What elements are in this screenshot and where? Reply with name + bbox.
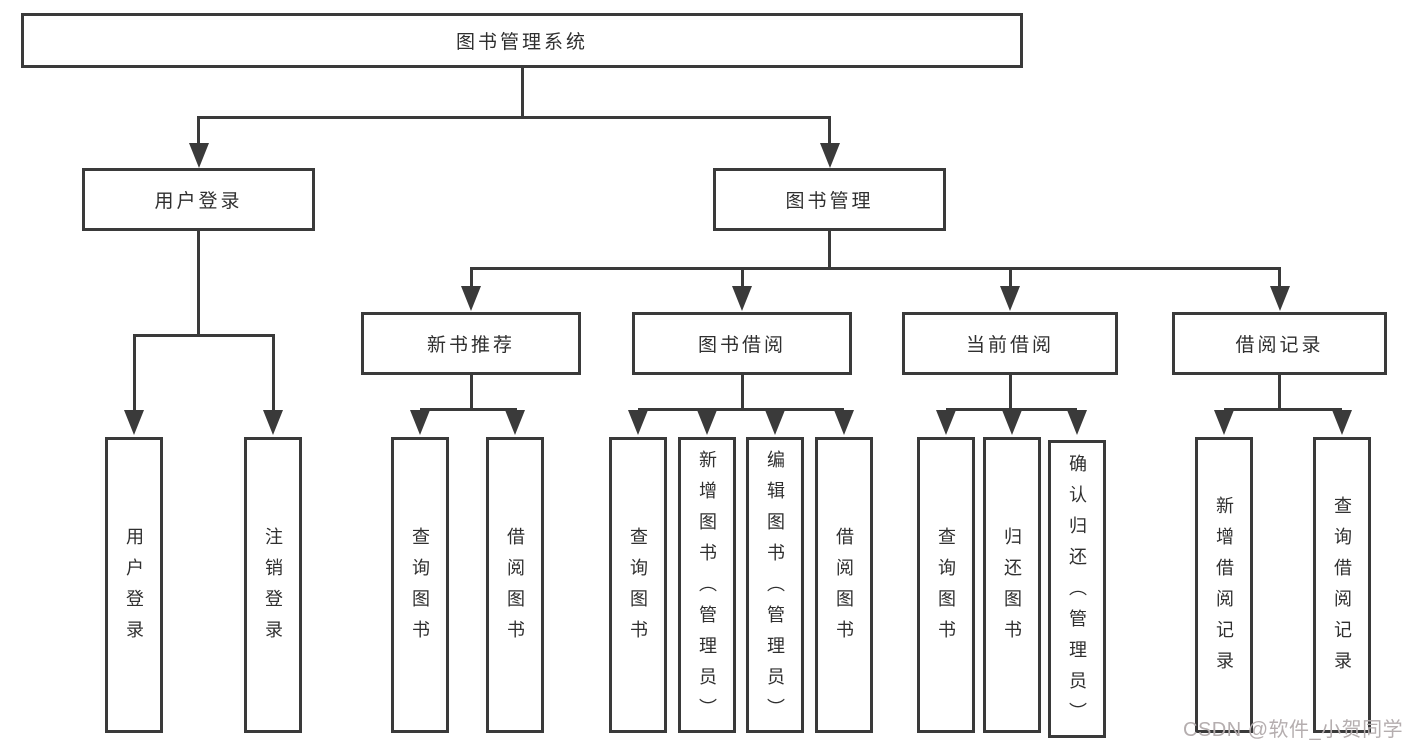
leaf-query-borrow-record: 查询借阅记录	[1313, 437, 1371, 733]
connector	[828, 229, 831, 270]
connector	[520, 66, 524, 118]
leaf-user-login: 用户登录	[105, 437, 163, 733]
arrow-down-icon	[1067, 410, 1087, 435]
arrow-down-icon	[461, 286, 481, 311]
connector	[197, 116, 200, 146]
connector	[420, 408, 517, 411]
arrow-down-icon	[765, 410, 785, 435]
arrow-down-icon	[1002, 410, 1022, 435]
connector	[197, 116, 831, 119]
arrow-down-icon	[819, 143, 840, 168]
leaf-borrow-books-recommend: 借阅图书	[486, 437, 544, 733]
node-new-book-recommend: 新书推荐	[361, 312, 581, 375]
node-current-borrowing: 当前借阅	[902, 312, 1118, 375]
arrow-down-icon	[697, 410, 717, 435]
arrow-down-icon	[124, 410, 144, 435]
arrow-down-icon	[1269, 286, 1290, 311]
node-borrowing-records: 借阅记录	[1172, 312, 1387, 375]
leaf-edit-book-admin: 编辑图书（管理员）	[746, 437, 804, 733]
arrow-down-icon	[732, 286, 752, 311]
leaf-query-books-recommend: 查询图书	[391, 437, 449, 733]
arrow-down-icon	[188, 143, 209, 168]
arrow-down-icon	[1000, 286, 1020, 311]
connector	[197, 229, 200, 337]
connector	[1224, 408, 1342, 411]
connector	[946, 408, 1077, 411]
connector	[132, 334, 275, 337]
arrow-down-icon	[1214, 410, 1234, 435]
connector	[638, 408, 844, 411]
arrow-down-icon	[1332, 410, 1352, 435]
leaf-return-books: 归还图书	[983, 437, 1041, 733]
connector	[469, 267, 473, 289]
node-user-login: 用户登录	[82, 168, 315, 231]
leaf-add-book-admin: 新增图书（管理员）	[678, 437, 736, 733]
connector	[740, 267, 744, 289]
leaf-add-borrow-record: 新增借阅记录	[1195, 437, 1253, 733]
connector	[1008, 267, 1012, 289]
leaf-borrow-books: 借阅图书	[815, 437, 873, 733]
node-book-management: 图书管理	[713, 168, 946, 231]
connector	[469, 267, 1281, 270]
leaf-query-books-borrowing: 查询图书	[609, 437, 667, 733]
connector	[828, 116, 831, 146]
watermark: CSDN @软件_小贺同学	[1183, 719, 1404, 741]
leaf-logout: 注销登录	[244, 437, 302, 733]
connector	[1278, 267, 1281, 289]
node-library-system: 图书管理系统	[21, 13, 1023, 68]
arrow-down-icon	[410, 410, 430, 435]
arrow-down-icon	[628, 410, 648, 435]
connector	[1278, 373, 1281, 411]
arrow-down-icon	[505, 410, 525, 435]
arrow-down-icon	[936, 410, 956, 435]
connector	[132, 334, 136, 412]
leaf-confirm-return-admin: 确认归还（管理员）	[1048, 440, 1106, 738]
connector	[740, 373, 744, 411]
connector	[271, 334, 275, 412]
arrow-down-icon	[834, 410, 854, 435]
connector	[1008, 373, 1012, 411]
arrow-down-icon	[263, 410, 283, 435]
connector	[469, 373, 473, 411]
node-book-borrowing: 图书借阅	[632, 312, 852, 375]
leaf-query-books-current: 查询图书	[917, 437, 975, 733]
